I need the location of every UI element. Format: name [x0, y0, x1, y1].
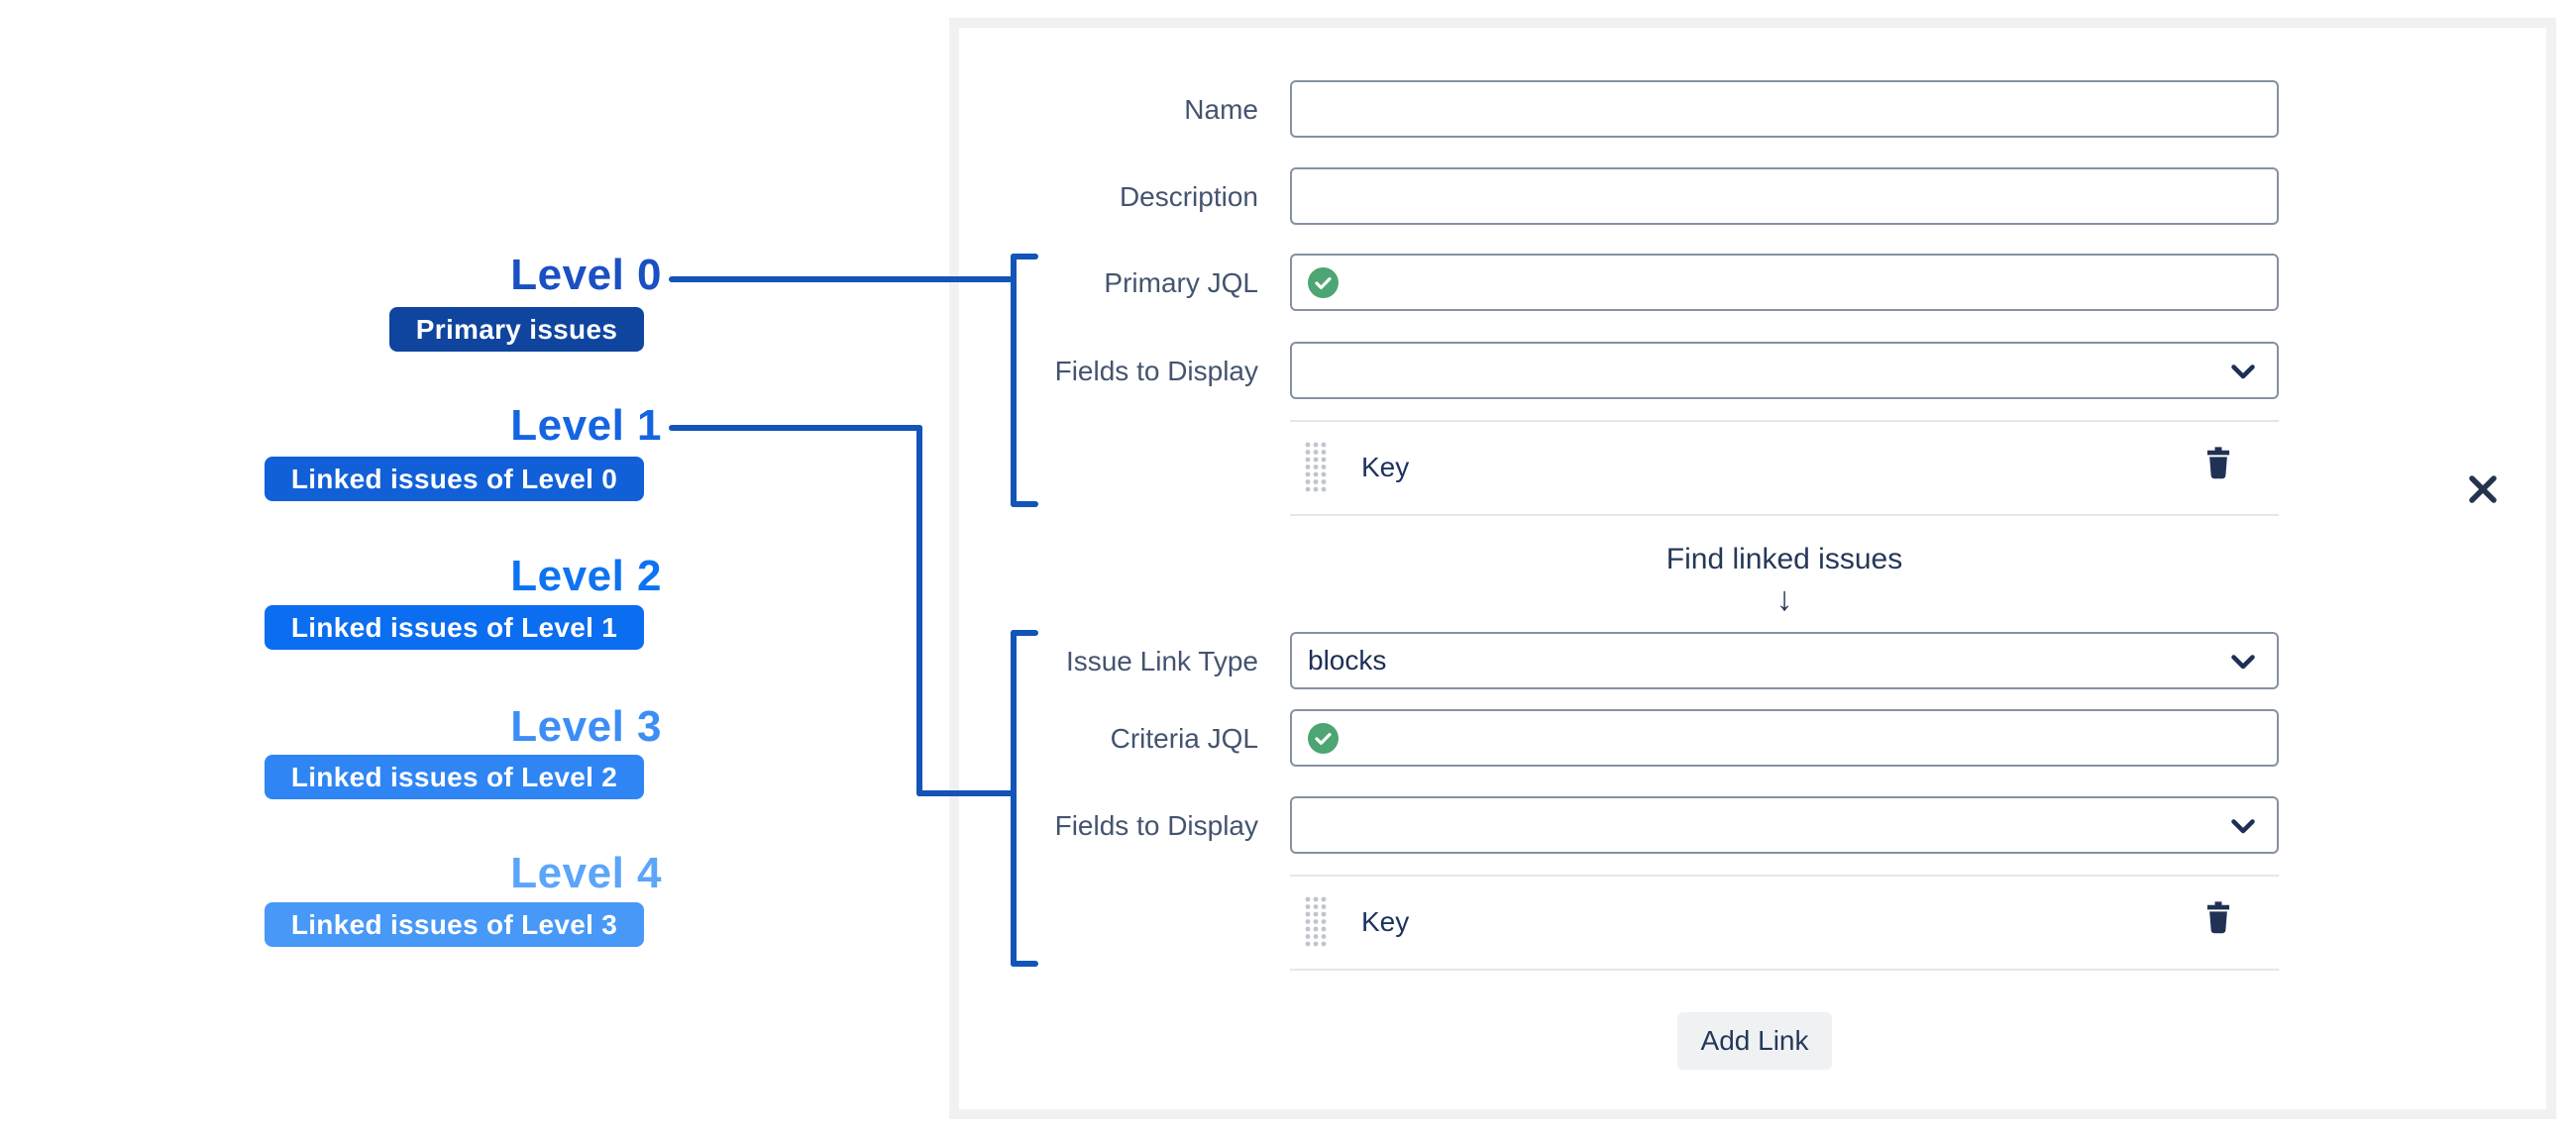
chevron-down-icon	[2231, 809, 2255, 841]
fields-to-display-2-label: Fields to Display	[1054, 810, 1258, 841]
bracket-bottom-lower-arm	[1011, 961, 1038, 967]
check-circle-icon	[1308, 266, 1339, 298]
level-1-title: Level 1	[510, 401, 662, 450]
chevron-down-icon	[2231, 355, 2255, 386]
level-4-badge: Linked issues of Level 3	[265, 902, 644, 947]
bracket-top-vertical	[1011, 254, 1017, 507]
level-0-title: Level 0	[510, 251, 662, 299]
level-3-title: Level 3	[510, 702, 662, 751]
level-0-badge: Primary issues	[389, 307, 644, 352]
trash-icon[interactable]	[2201, 900, 2235, 936]
level-3-badge: Linked issues of Level 2	[265, 755, 644, 799]
level-2-title: Level 2	[510, 552, 662, 600]
name-label: Name	[1184, 94, 1258, 125]
name-input[interactable]	[1290, 80, 2279, 138]
issue-link-type-select[interactable]: blocks	[1290, 632, 2279, 689]
fields-to-display-2-select[interactable]	[1290, 796, 2279, 854]
issue-link-type-label: Issue Link Type	[1065, 646, 1258, 676]
primary-jql-label: Primary JQL	[1104, 267, 1258, 298]
close-icon[interactable]	[2467, 473, 2499, 505]
primary-jql-input[interactable]	[1290, 254, 2279, 311]
connector-level0-line	[669, 276, 1017, 282]
add-link-button[interactable]: Add Link	[1677, 1012, 1832, 1070]
drag-handle-icon[interactable]	[1304, 894, 1328, 951]
fields-to-display-select[interactable]	[1290, 342, 2279, 399]
description-input[interactable]	[1290, 167, 2279, 225]
bracket-top-lower-arm	[1011, 501, 1038, 507]
check-circle-icon	[1308, 722, 1339, 754]
bracket-bottom-vertical	[1011, 630, 1017, 967]
fields-to-display-label: Fields to Display	[1054, 356, 1258, 386]
criteria-jql-label: Criteria JQL	[1110, 723, 1258, 754]
chevron-down-icon	[2231, 645, 2255, 676]
level-4-title: Level 4	[510, 849, 662, 897]
drag-handle-icon[interactable]	[1304, 440, 1328, 496]
key-row-bottom-separator	[1290, 514, 2279, 516]
issue-link-type-value: blocks	[1308, 645, 1387, 675]
arrow-down-icon: ↓	[1775, 580, 1793, 618]
bracket-top-upper-arm	[1011, 254, 1038, 259]
level-2-badge: Linked issues of Level 1	[265, 605, 644, 650]
connector-level1-line-h2	[916, 790, 1017, 796]
key-row-top-separator	[1290, 875, 2279, 877]
key-row-top-separator	[1290, 420, 2279, 422]
criteria-jql-input[interactable]	[1290, 709, 2279, 767]
key-row-bottom-separator	[1290, 969, 2279, 971]
find-linked-issues-heading: Find linked issues	[1665, 543, 1903, 575]
connector-level1-line-v	[916, 425, 922, 796]
description-label: Description	[1119, 181, 1258, 212]
connector-level1-line-h1	[669, 425, 922, 431]
bracket-bottom-upper-arm	[1011, 630, 1038, 636]
trash-icon[interactable]	[2201, 446, 2235, 481]
key-field-label: Key	[1361, 452, 1410, 482]
key-field-label: Key	[1361, 906, 1410, 937]
level-1-badge: Linked issues of Level 0	[265, 457, 644, 501]
